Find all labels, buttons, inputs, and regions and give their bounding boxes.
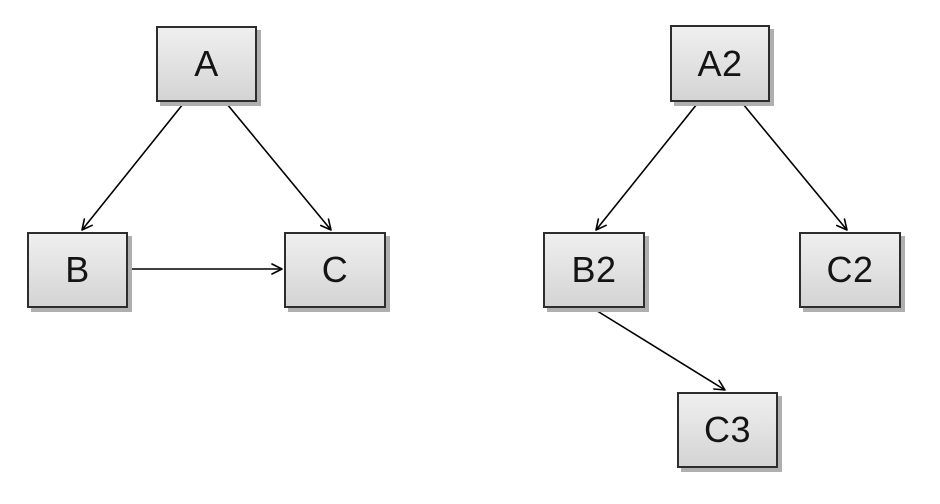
node-A2: A2 [670, 25, 770, 102]
node-C2-label: C2 [826, 249, 874, 290]
node-B-label: B [65, 249, 90, 290]
node-C: C [284, 232, 386, 308]
edge-A-C [226, 103, 332, 231]
node-C2: C2 [799, 232, 901, 308]
edge-B2-C3 [593, 308, 726, 391]
edge-A2-B2 [595, 103, 698, 231]
node-A: A [156, 26, 257, 102]
node-C3: C3 [677, 392, 778, 468]
edge-A2-C2 [742, 103, 848, 231]
node-B2-label: B2 [571, 249, 617, 290]
node-C-label: C [321, 249, 349, 290]
node-A2-label: A2 [697, 42, 743, 84]
node-C3-label: C3 [703, 409, 752, 450]
node-B: B [27, 232, 128, 308]
node-B2: B2 [543, 232, 645, 308]
node-A-label: A [194, 43, 219, 84]
edge-A-B [81, 103, 184, 231]
